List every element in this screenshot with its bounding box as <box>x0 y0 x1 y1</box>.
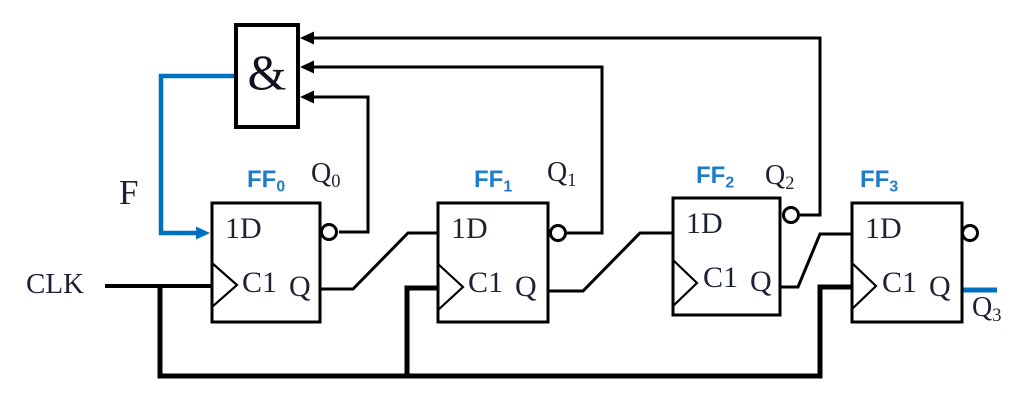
ff2-to-ff3-data-wire <box>780 232 852 289</box>
q2-label: Q2 <box>765 162 794 193</box>
q3-label: Q3 <box>972 294 1001 325</box>
feedback-label: F <box>119 173 139 212</box>
q3-index: 3 <box>992 305 1002 326</box>
ff1-internal-labels: 1D C1 Q <box>438 203 548 322</box>
ff2-internal-labels: 1D C1 Q <box>673 198 780 315</box>
q3-name: Q <box>972 292 993 323</box>
ff3-name: FF <box>860 166 890 193</box>
ff0-not-bubble <box>320 223 338 241</box>
ff1-not-bubble <box>549 224 567 242</box>
and-input2-arrowhead <box>300 60 314 74</box>
ff2-box <box>671 196 782 317</box>
and-input-from-ff2-notq-wire <box>307 36 822 217</box>
ff3-d-input-label: 1D <box>865 212 902 245</box>
ff1-name: FF <box>474 166 504 193</box>
feedback-arrowhead <box>196 226 210 240</box>
ff1-to-ff2-data-wire <box>548 231 673 293</box>
q2-name: Q <box>765 160 786 191</box>
ff1-index: 1 <box>503 178 513 196</box>
ff0-d-input-label: 1D <box>225 212 262 245</box>
ff3-clock-triangle <box>850 260 878 312</box>
ff0-clock-input-label: C1 <box>242 266 278 299</box>
ff2-index: 2 <box>725 174 735 192</box>
ff2-name: FF <box>696 162 726 189</box>
ff0-clock-triangle <box>210 260 239 310</box>
ff3-box <box>850 201 964 324</box>
q0-index: 0 <box>331 171 341 192</box>
clk-bus-wire <box>157 284 852 379</box>
q1-name: Q <box>547 157 568 188</box>
ff1-label: FF1 <box>474 168 512 195</box>
ff3-clock-input-label: C1 <box>882 266 918 299</box>
ff1-d-input-label: 1D <box>451 212 488 245</box>
ff1-clock-triangle <box>436 261 465 313</box>
and-input-from-ff0-notq-wire <box>307 95 370 234</box>
ff1-box <box>436 201 550 324</box>
ff2-clock-input-label: C1 <box>703 261 739 294</box>
ff3-label: FF3 <box>860 168 898 195</box>
and-gate-symbol: & <box>247 44 287 100</box>
and-input1-arrowhead <box>300 31 314 45</box>
q2-index: 2 <box>785 173 795 194</box>
ff1-output-port-label: Q <box>515 270 537 303</box>
q0-label: Q0 <box>311 160 340 191</box>
ff2-not-bubble <box>782 206 800 224</box>
clk-label: CLK <box>26 268 84 300</box>
ff2-output-port-label: Q <box>750 265 772 298</box>
ff3-internal-labels: 1D C1 Q <box>852 203 962 322</box>
ff0-to-ff1-data-wire <box>320 231 438 291</box>
ff2-label: FF2 <box>696 164 734 191</box>
clk-to-ff1-wire <box>404 285 438 378</box>
ff0-index: 0 <box>276 178 286 196</box>
ff3-output-port-label: Q <box>929 270 951 303</box>
and-input3-arrowhead <box>300 90 314 104</box>
ff2-clock-triangle <box>671 257 699 309</box>
ff3-not-bubble <box>961 224 979 242</box>
q0-name: Q <box>311 158 332 189</box>
ff0-name: FF <box>247 166 277 193</box>
feedback-f-wire <box>158 73 238 236</box>
ff2-d-input-label: 1D <box>686 207 723 240</box>
ff0-box <box>210 201 322 324</box>
ff0-output-port-label: Q <box>289 270 311 303</box>
q1-index: 1 <box>567 170 577 191</box>
ff0-label: FF0 <box>247 168 285 195</box>
ff3-index: 3 <box>889 178 899 196</box>
q1-label: Q1 <box>547 159 576 190</box>
ff1-clock-input-label: C1 <box>468 266 504 299</box>
and-input-from-ff1-notq-wire <box>307 65 604 235</box>
and-gate-box <box>234 23 300 129</box>
ff0-internal-labels: 1D C1 Q <box>212 203 320 322</box>
